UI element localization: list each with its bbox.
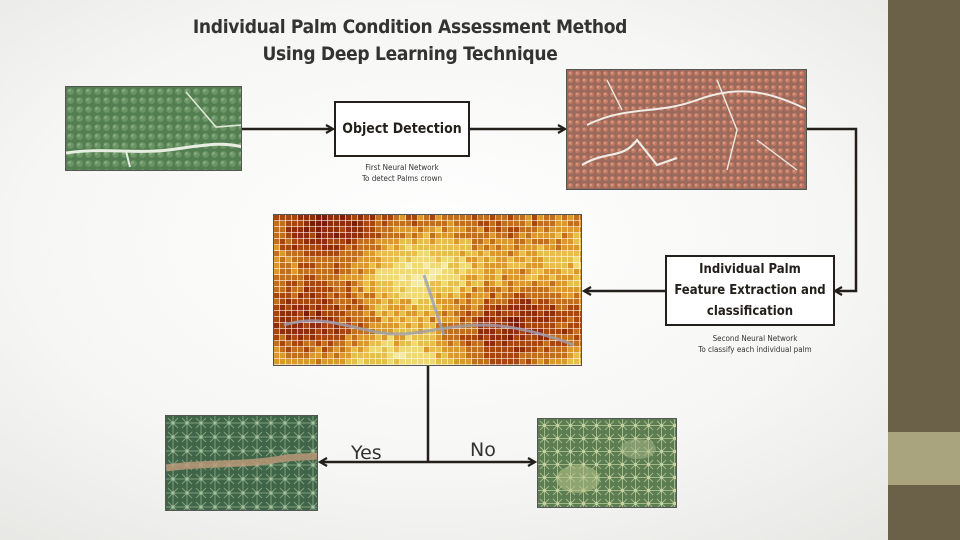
no-branch-label: No <box>470 439 496 461</box>
yes-branch-label: Yes <box>351 442 382 464</box>
sidebar-accent-block <box>888 432 960 485</box>
classification-label-line-2: Feature Extraction and <box>674 283 826 298</box>
healthy-palms-image <box>165 415 318 511</box>
title-line-2: Using Deep Learning Technique <box>262 43 558 65</box>
detection-caption-line-2: To detect Palms crown <box>361 174 443 183</box>
detected-palm-crowns-image <box>566 69 807 190</box>
classification-caption-line-2: To classify each individual palm <box>698 345 812 354</box>
feature-extraction-classification-box: Individual Palm Feature Extraction and c… <box>665 255 835 326</box>
title-line-1: Individual Palm Condition Assessment Met… <box>192 16 628 38</box>
classification-label-line-1: Individual Palm <box>699 262 801 277</box>
arrow-crowns-to-classification <box>806 127 858 291</box>
unhealthy-palms-image <box>537 418 677 508</box>
detection-caption: First Neural Network To detect Palms cro… <box>322 162 482 184</box>
classification-label-line-3: classification <box>706 304 794 319</box>
aerial-palm-plantation-image <box>65 86 242 171</box>
object-detection-box: Object Detection <box>334 101 470 157</box>
page-title: Individual Palm Condition Assessment Met… <box>190 14 630 68</box>
classification-caption: Second Neural Network To classify each i… <box>670 333 840 355</box>
classified-palm-condition-map <box>273 214 582 366</box>
object-detection-label: Object Detection <box>342 121 462 137</box>
detection-caption-line-1: First Neural Network <box>365 163 439 172</box>
classification-caption-line-1: Second Neural Network <box>712 334 798 343</box>
